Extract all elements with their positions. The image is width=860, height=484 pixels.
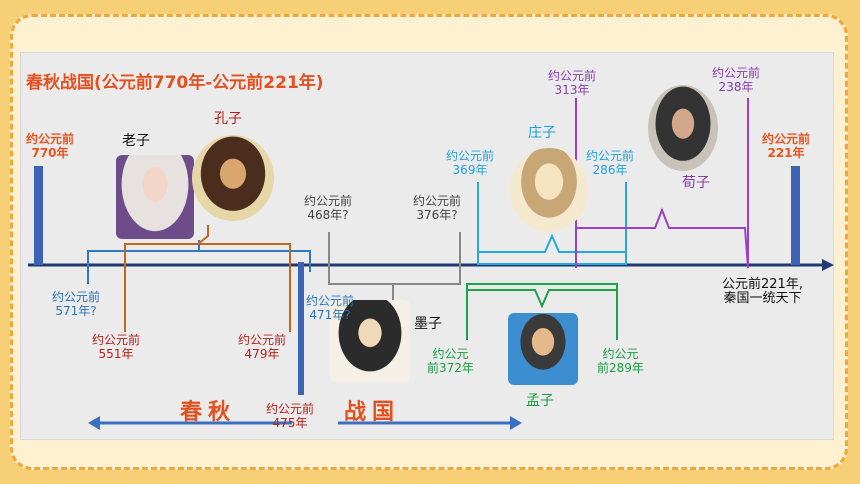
chunqiu-arrowhead [88,416,100,430]
mengzi-name: 孟子 [526,393,554,409]
divider-bar [298,262,304,395]
timeline-arrowhead [822,259,834,271]
diagram-title: 春秋战国(公元前770年-公元前221年) [26,73,324,93]
zhuangzi-connector [478,233,626,253]
kongzi-portrait [192,135,274,221]
unification-label: 公元前221年,秦国一统天下 [722,277,803,306]
chunqiu-label: 春秋 [180,400,237,425]
zhanguo-label: 战国 [344,400,401,425]
xunzi-bracket-top [576,207,749,269]
xunzi-name: 荀子 [682,175,710,191]
laozi-name: 老子 [122,133,150,149]
zhuangzi-name: 庄子 [528,125,556,141]
zhuangzi-bracket [477,182,627,265]
end-bar [791,166,800,265]
zhuangzi-portrait [510,148,588,232]
mozi-portrait [330,300,410,382]
kongzi-bracket [124,243,291,332]
mozi-name: 墨子 [414,316,442,332]
mengzi-bracket [466,283,618,340]
start-bar [34,166,43,265]
zhanguo-arrowhead [510,416,522,430]
kongzi-name: 孔子 [214,111,242,127]
mozi-bracket [328,232,461,285]
kongzi-connector [197,225,209,245]
mengzi-start-date: 约公元前372年 [427,347,474,375]
xunzi-portrait [648,85,718,171]
mengzi-portrait [508,313,578,385]
laozi-portrait [116,155,194,239]
laozi-bracket [87,250,311,284]
mengzi-connector [467,289,617,309]
mengzi-end-date: 约公元前289年 [597,347,644,375]
